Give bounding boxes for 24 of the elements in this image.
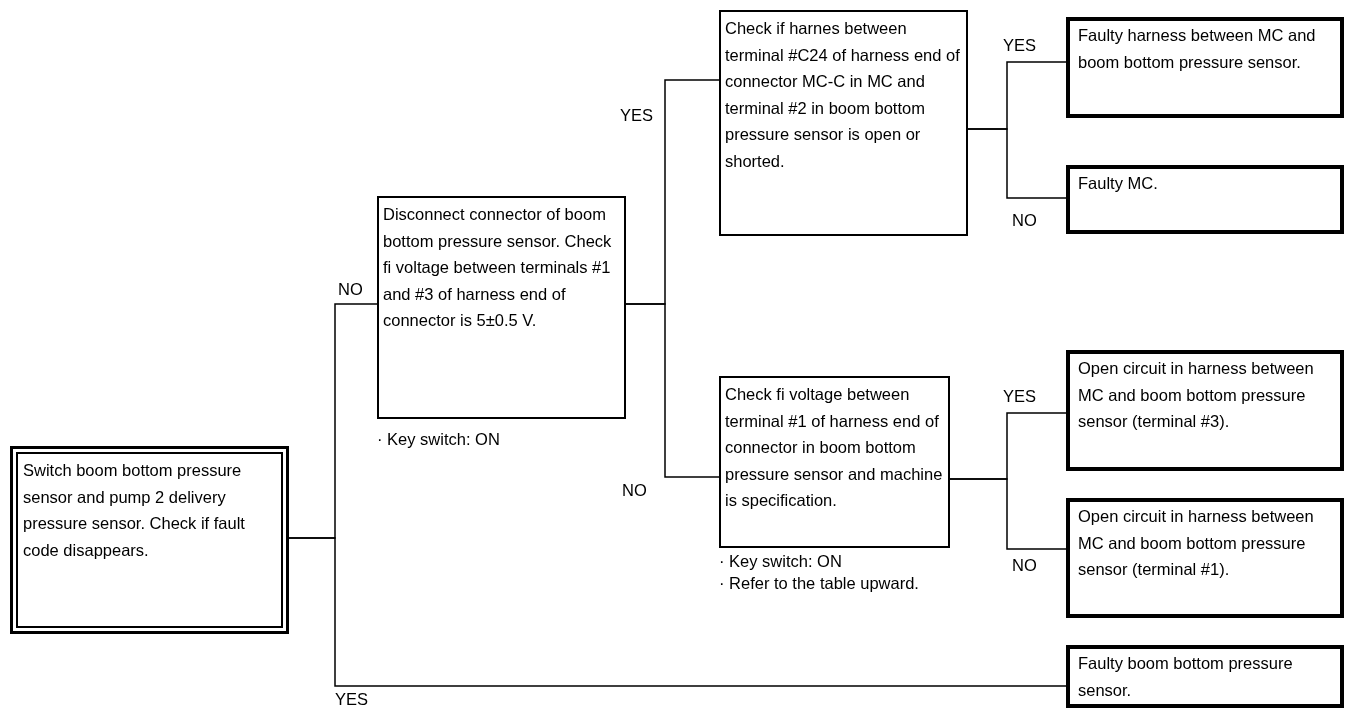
- edge-label: YES: [335, 690, 369, 708]
- branch-connector: [288, 537, 1067, 687]
- result-box: Open circuit in harness between MC and boom bottom pressure sensor (terminal #3).: [1066, 350, 1344, 471]
- branch-connector: [967, 128, 1067, 199]
- condition-note: · Key switch: ON: [719, 551, 843, 572]
- edge-label: NO: [622, 481, 647, 499]
- check-box: Disconnect connector of boom bottom pressure sensor. Check fi voltage between terminals #1 and #3 of harness end of connector is 5±0.5 V.: [377, 196, 626, 419]
- result-box: Faulty MC.: [1066, 165, 1344, 234]
- edge-label: NO: [1012, 211, 1037, 229]
- edge-label: YES: [620, 106, 654, 124]
- start-box: Switch boom bottom pressure sensor and pump 2 delivery pressure sensor. Check if fault code disappears.: [10, 446, 289, 634]
- condition-note: · Key switch: ON: [377, 429, 501, 450]
- edge-label: NO: [338, 280, 363, 298]
- result-box: Faulty boom bottom pressure sensor.: [1066, 645, 1344, 708]
- check-box: Check if harnes between terminal #C24 of harness end of connector MC-C in MC and terminal #2 in boom bottom pressure sensor is open or shorted.: [719, 10, 968, 236]
- branch-connector: [949, 478, 1067, 550]
- edge-label: YES: [1003, 36, 1037, 54]
- result-box: Faulty harness between MC and boom bottom pressure sensor.: [1066, 17, 1344, 118]
- condition-note: · Refer to the table upward.: [719, 573, 920, 594]
- edge-label: YES: [1003, 387, 1037, 405]
- check-box: Check fi voltage between terminal #1 of harness end of connector in boom bottom pressure sensor and machine is specification.: [719, 376, 950, 548]
- branch-connector: [625, 303, 720, 478]
- edge-label: NO: [1012, 556, 1037, 574]
- result-box: Open circuit in harness between MC and boom bottom pressure sensor (terminal #1).: [1066, 498, 1344, 618]
